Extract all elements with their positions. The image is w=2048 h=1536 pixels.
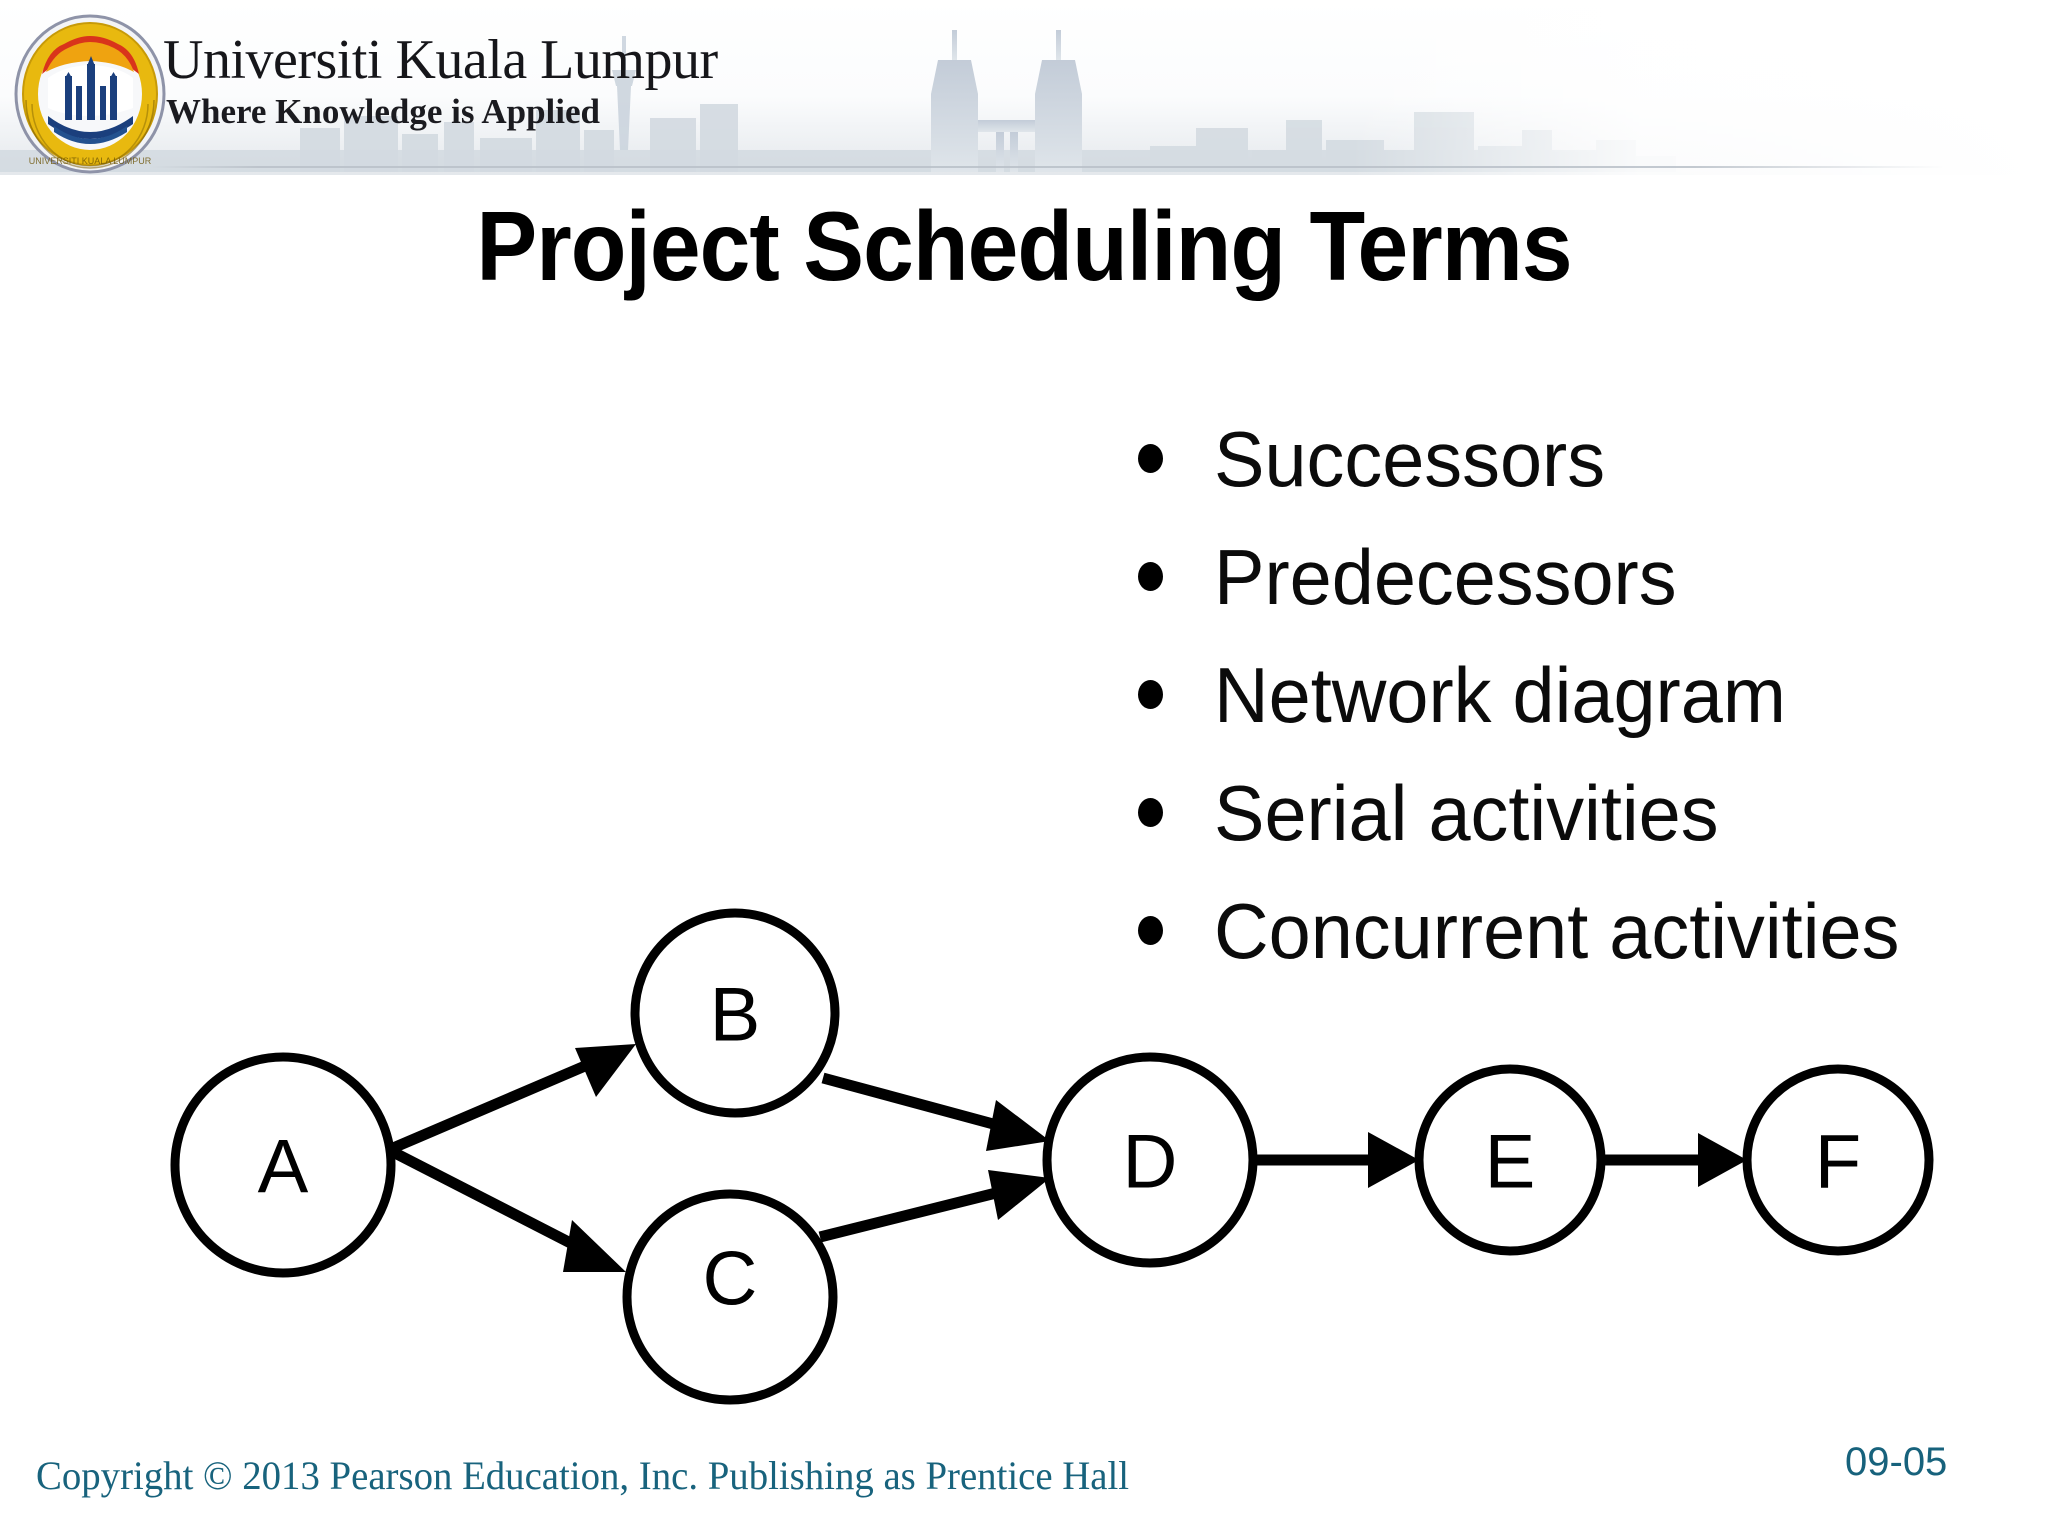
list-item-label: Predecessors <box>1214 533 1677 621</box>
list-item: Serial activities <box>1130 754 2030 872</box>
list-item: Concurrent activities <box>1130 872 2030 990</box>
node-e-label: E <box>1485 1120 1536 1205</box>
edge-b-to-d <box>821 1072 1050 1151</box>
terms-bullet-list: Successors Predecessors Network diagram … <box>1130 400 2030 990</box>
diagram-edges <box>390 1044 1747 1272</box>
node-b-label: B <box>710 973 761 1058</box>
bullet-dot-icon <box>1138 916 1163 945</box>
list-item: Successors <box>1130 400 2030 518</box>
uni-kl-seal-icon: UNIVERSITI KUALA LUMPUR <box>14 14 166 174</box>
edge-a-to-b <box>390 1044 636 1154</box>
list-item: Network diagram <box>1130 636 2030 754</box>
edge-c-to-d <box>818 1170 1050 1243</box>
network-diagram-svg: A B C D E F <box>170 908 1934 1405</box>
node-f: F <box>1742 1064 1934 1256</box>
edge-e-to-f <box>1604 1133 1747 1187</box>
list-item-label: Concurrent activities <box>1214 887 1900 975</box>
network-diagram: A B C D E F <box>120 860 1960 1420</box>
copyright-text: Copyright © 2013 Pearson Education, Inc.… <box>36 1453 1130 1498</box>
node-c: C <box>622 1189 838 1405</box>
list-item-label: Serial activities <box>1214 769 1719 857</box>
header-divider-line <box>150 166 1945 168</box>
node-c-label: C <box>703 1237 758 1322</box>
kuala-lumpur-skyline-icon <box>0 0 2048 175</box>
node-a-label: A <box>258 1125 309 1210</box>
page-title: Project Scheduling Terms <box>476 191 1572 301</box>
bullet-dot-icon <box>1138 798 1163 827</box>
node-d: D <box>1042 1052 1258 1268</box>
node-b: B <box>630 908 840 1118</box>
list-item: Predecessors <box>1130 518 2030 636</box>
node-f-label: F <box>1815 1120 1861 1205</box>
node-a: A <box>170 1052 396 1278</box>
bullet-dot-icon <box>1138 680 1163 709</box>
svg-text:UNIVERSITI KUALA LUMPUR: UNIVERSITI KUALA LUMPUR <box>29 156 152 166</box>
university-tagline: Where Knowledge is Applied <box>166 92 600 131</box>
list-item-label: Successors <box>1214 415 1606 503</box>
bullet-dot-icon <box>1138 562 1163 591</box>
edge-d-to-e <box>1257 1132 1419 1188</box>
list-item-label: Network diagram <box>1214 651 1786 739</box>
slide-number: 09-05 <box>1845 1440 1948 1484</box>
bullet-dot-icon <box>1138 444 1163 473</box>
node-d-label: D <box>1123 1120 1178 1205</box>
university-name: Universiti Kuala Lumpur <box>163 29 718 91</box>
edge-a-to-c <box>390 1147 626 1272</box>
node-e: E <box>1414 1064 1606 1256</box>
slide-header: UNIVERSITI KUALA LUMPUR Universiti Kuala… <box>0 0 2048 175</box>
